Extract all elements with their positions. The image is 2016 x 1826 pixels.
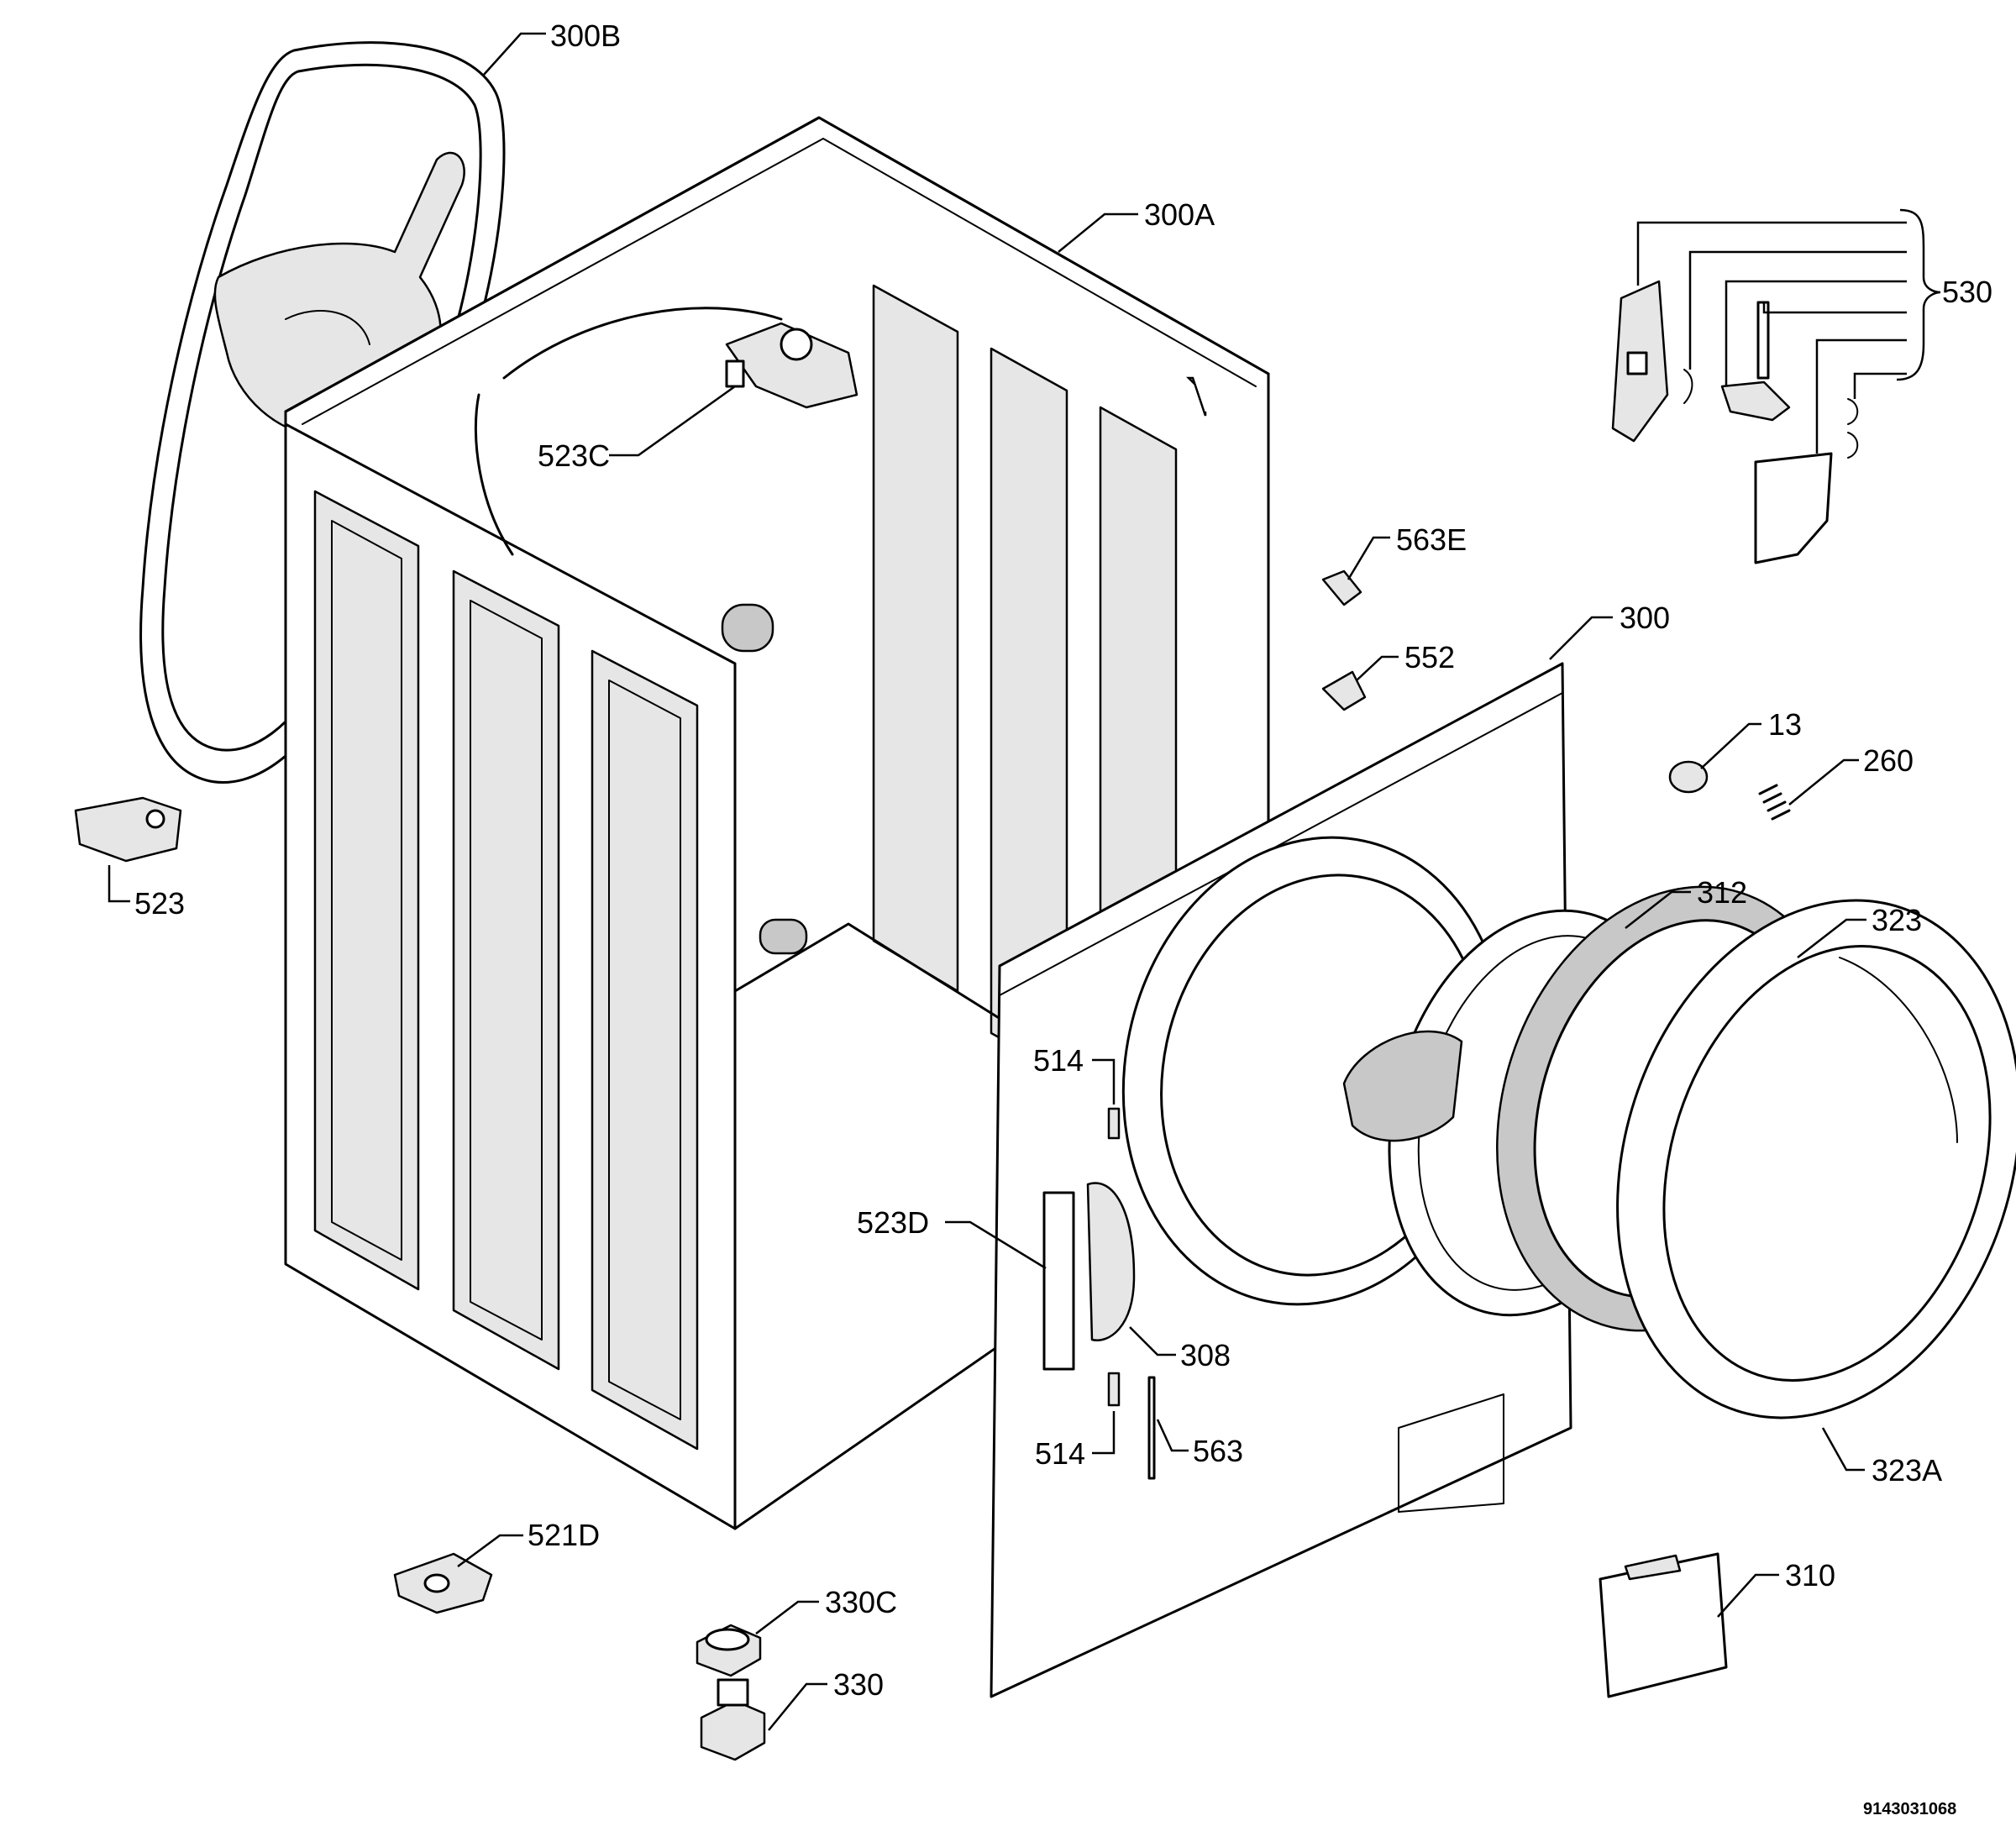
part-514-screws: [1107, 1107, 1121, 1407]
callout-labels: 300B 300A 530 523C 563E 552 300 13 260 5…: [134, 18, 1992, 1702]
part-310-flap: [1599, 1552, 1728, 1698]
callout-514-top: 514: [1033, 1043, 1084, 1078]
callout-521D: 521D: [528, 1518, 600, 1552]
part-330-foot: [700, 1678, 766, 1761]
callout-13: 13: [1768, 707, 1802, 742]
part-563-rod: [1147, 1376, 1156, 1480]
document-id: 9143031068: [1863, 1800, 1956, 1818]
part-323A-outer-door: [1616, 899, 2016, 1419]
part-300A-cabinet: [284, 116, 1270, 1530]
callout-530: 530: [1942, 275, 1992, 309]
callout-552: 552: [1404, 640, 1455, 674]
callout-300A: 300A: [1144, 197, 1215, 232]
callout-330C: 330C: [825, 1585, 897, 1619]
callout-514-bottom: 514: [1035, 1436, 1085, 1471]
part-530-lock-assembly: [1611, 280, 1859, 564]
callout-310: 310: [1785, 1558, 1835, 1593]
part-13-bushing: [1668, 760, 1709, 794]
part-552-clip: [1321, 670, 1367, 711]
callout-308: 308: [1180, 1338, 1231, 1372]
part-330C-foot-nut: [696, 1624, 762, 1677]
callout-563E: 563E: [1396, 522, 1467, 557]
part-521D-foot-pad: [393, 1552, 493, 1614]
part-308-hinge: [1086, 1182, 1136, 1341]
part-260-spring: [1758, 784, 1791, 821]
callout-300: 300: [1620, 601, 1670, 635]
callout-523: 523: [134, 886, 185, 921]
callout-323: 323: [1872, 903, 1922, 937]
callout-523D: 523D: [857, 1205, 929, 1240]
part-563E-pin: [1321, 569, 1362, 606]
callout-523C: 523C: [538, 438, 610, 473]
part-523D-hinge-plate: [1042, 1191, 1075, 1371]
callout-323A: 323A: [1872, 1453, 1942, 1488]
leader-lines: [108, 32, 1941, 1731]
callout-260: 260: [1863, 743, 1914, 778]
callout-563: 563: [1193, 1434, 1243, 1468]
callout-300B: 300B: [550, 18, 621, 53]
part-523-bracket: [74, 796, 182, 863]
callout-330: 330: [833, 1667, 884, 1702]
callout-312: 312: [1697, 875, 1747, 910]
part-523C-bracket: [725, 322, 858, 409]
